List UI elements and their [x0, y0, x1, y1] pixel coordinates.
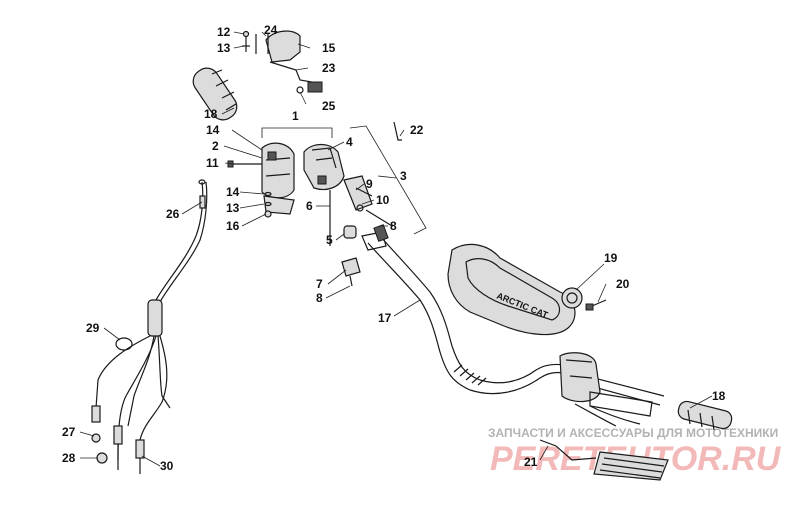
washers: [264, 191, 272, 218]
label-22: 22: [410, 123, 424, 137]
label-8b: 8: [316, 291, 323, 305]
label-14b: 14: [226, 185, 240, 199]
label-10: 10: [376, 193, 390, 207]
label-20: 20: [616, 277, 630, 291]
handlebar-pad: ARCTIC CAT: [447, 243, 583, 336]
label-25: 25: [322, 99, 336, 113]
bolt-24: [255, 34, 269, 54]
label-18a: 18: [204, 107, 218, 121]
label-12: 12: [217, 25, 231, 39]
label-7: 7: [316, 277, 323, 291]
bolt-11: [227, 160, 262, 168]
label-3: 3: [400, 169, 407, 183]
label-19: 19: [604, 251, 618, 265]
label-24: 24: [264, 23, 278, 37]
label-2: 2: [212, 139, 219, 153]
label-30: 30: [160, 459, 174, 473]
label-6: 6: [306, 199, 313, 213]
label-28: 28: [62, 451, 76, 465]
bolt-12: [242, 30, 250, 52]
watermark-tagline: ЗАПЧАСТИ И АКСЕССУАРЫ ДЛЯ МОТОТЕХНИКИ: [488, 426, 778, 440]
label-1: 1: [292, 109, 299, 123]
band-29: [115, 337, 133, 351]
right-controls: [559, 352, 653, 427]
assembly-bracket-3: [349, 125, 427, 235]
assembly-bracket-1: [261, 127, 333, 138]
label-26: 26: [166, 207, 180, 221]
label-15: 15: [322, 41, 336, 55]
left-switch-housing: [261, 142, 295, 215]
mirror-bracket: [265, 30, 323, 94]
label-29: 29: [86, 321, 100, 335]
label-8a: 8: [390, 219, 397, 233]
cable-harness: [91, 179, 208, 474]
leader-lines: [79, 31, 713, 467]
left-grip: [192, 67, 238, 121]
label-17: 17: [378, 311, 392, 325]
label-16: 16: [226, 219, 240, 233]
label-18b: 18: [712, 389, 726, 403]
screw-20: [585, 299, 607, 311]
label-11: 11: [206, 156, 219, 170]
small-parts: [329, 121, 402, 287]
label-4: 4: [346, 135, 353, 149]
label-21: 21: [524, 455, 538, 469]
label-27: 27: [62, 425, 76, 439]
label-5: 5: [326, 233, 333, 247]
heater-element: [539, 439, 669, 481]
label-13a: 13: [217, 41, 231, 55]
label-13b: 13: [226, 201, 240, 215]
connectors: [91, 433, 108, 464]
label-9: 9: [366, 177, 373, 191]
brake-housing: [303, 143, 393, 242]
label-14a: 14: [206, 123, 220, 137]
right-grip: [677, 400, 733, 431]
label-23: 23: [322, 61, 336, 75]
